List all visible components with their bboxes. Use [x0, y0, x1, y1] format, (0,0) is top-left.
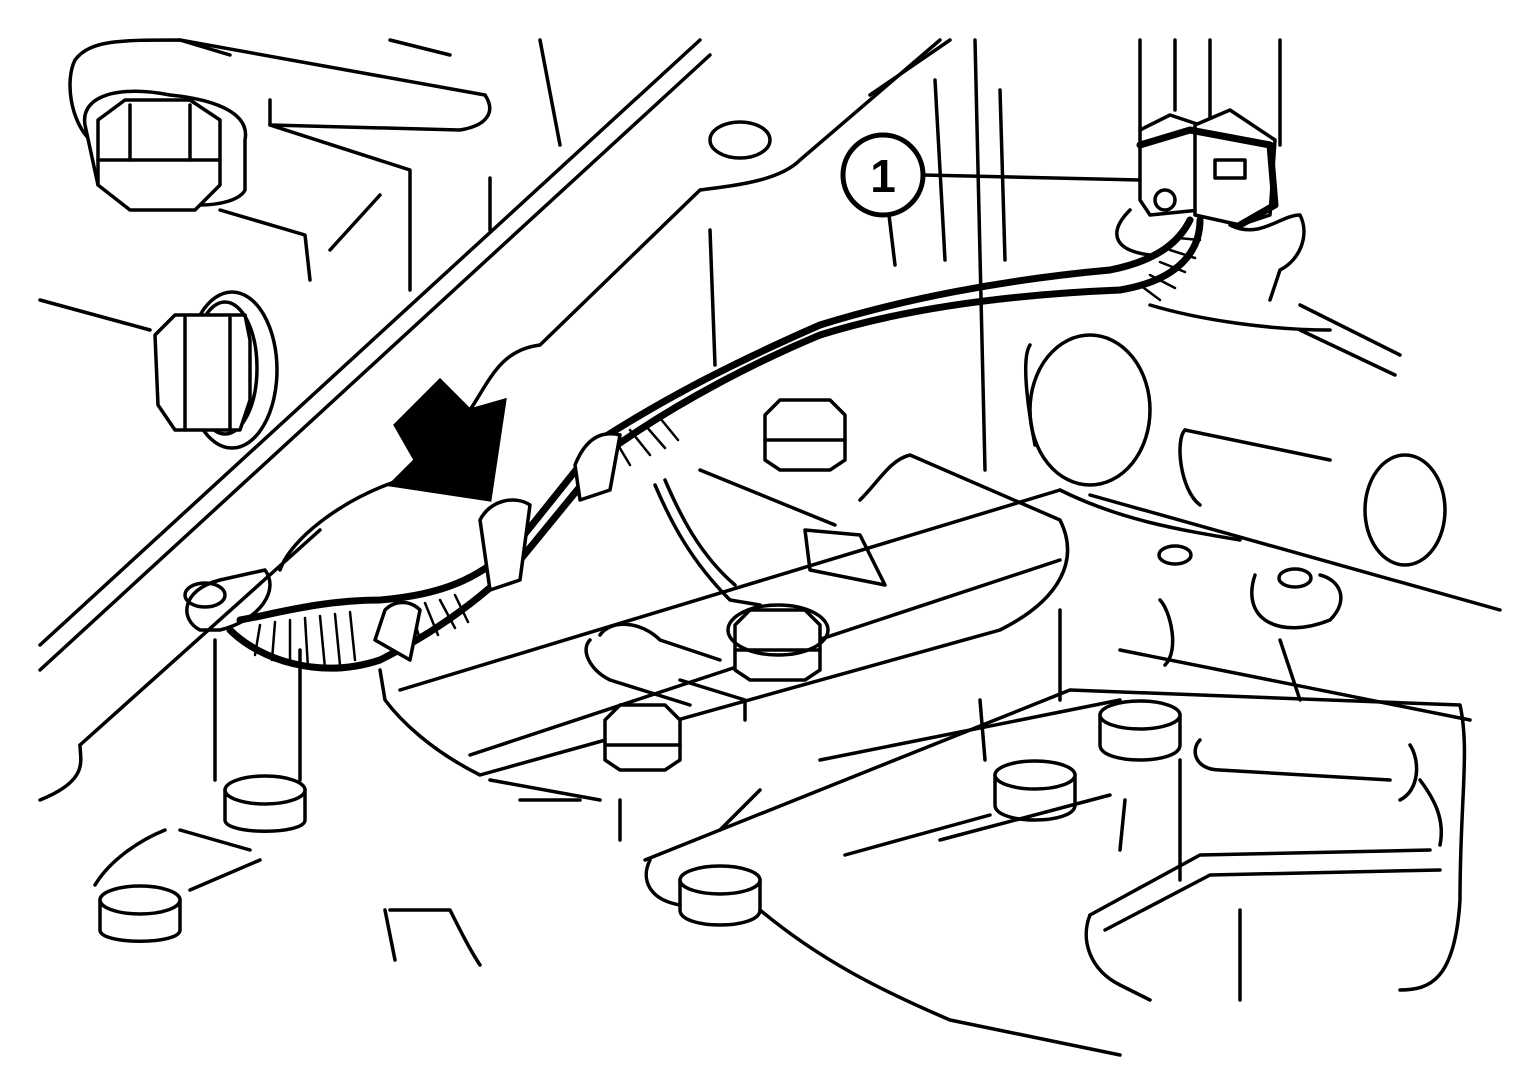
bolt-top-left — [82, 89, 248, 212]
bolt-center-lower — [726, 603, 830, 682]
center-cover — [378, 453, 1472, 777]
bolt-lower-2 — [993, 759, 1077, 822]
bolt-lower-1 — [1098, 699, 1182, 762]
bolt-lower-left-1 — [223, 774, 307, 833]
callout-leader-line — [921, 173, 1142, 182]
sensor-connector — [1115, 38, 1306, 302]
callout-label: 1 — [870, 150, 896, 202]
bolt-left-middle — [153, 290, 279, 450]
bolt-center-bottom — [603, 703, 682, 772]
wire-harness — [226, 216, 1204, 672]
callout-1: 1 — [840, 132, 1142, 218]
bolt-lower-left-2 — [93, 828, 262, 943]
arrow-down-right-icon — [386, 377, 507, 502]
bolt-center-upper — [763, 398, 847, 472]
bolt-lower-3 — [678, 864, 762, 927]
right-engine-block — [1024, 303, 1502, 702]
lower-pan — [383, 688, 1467, 1057]
